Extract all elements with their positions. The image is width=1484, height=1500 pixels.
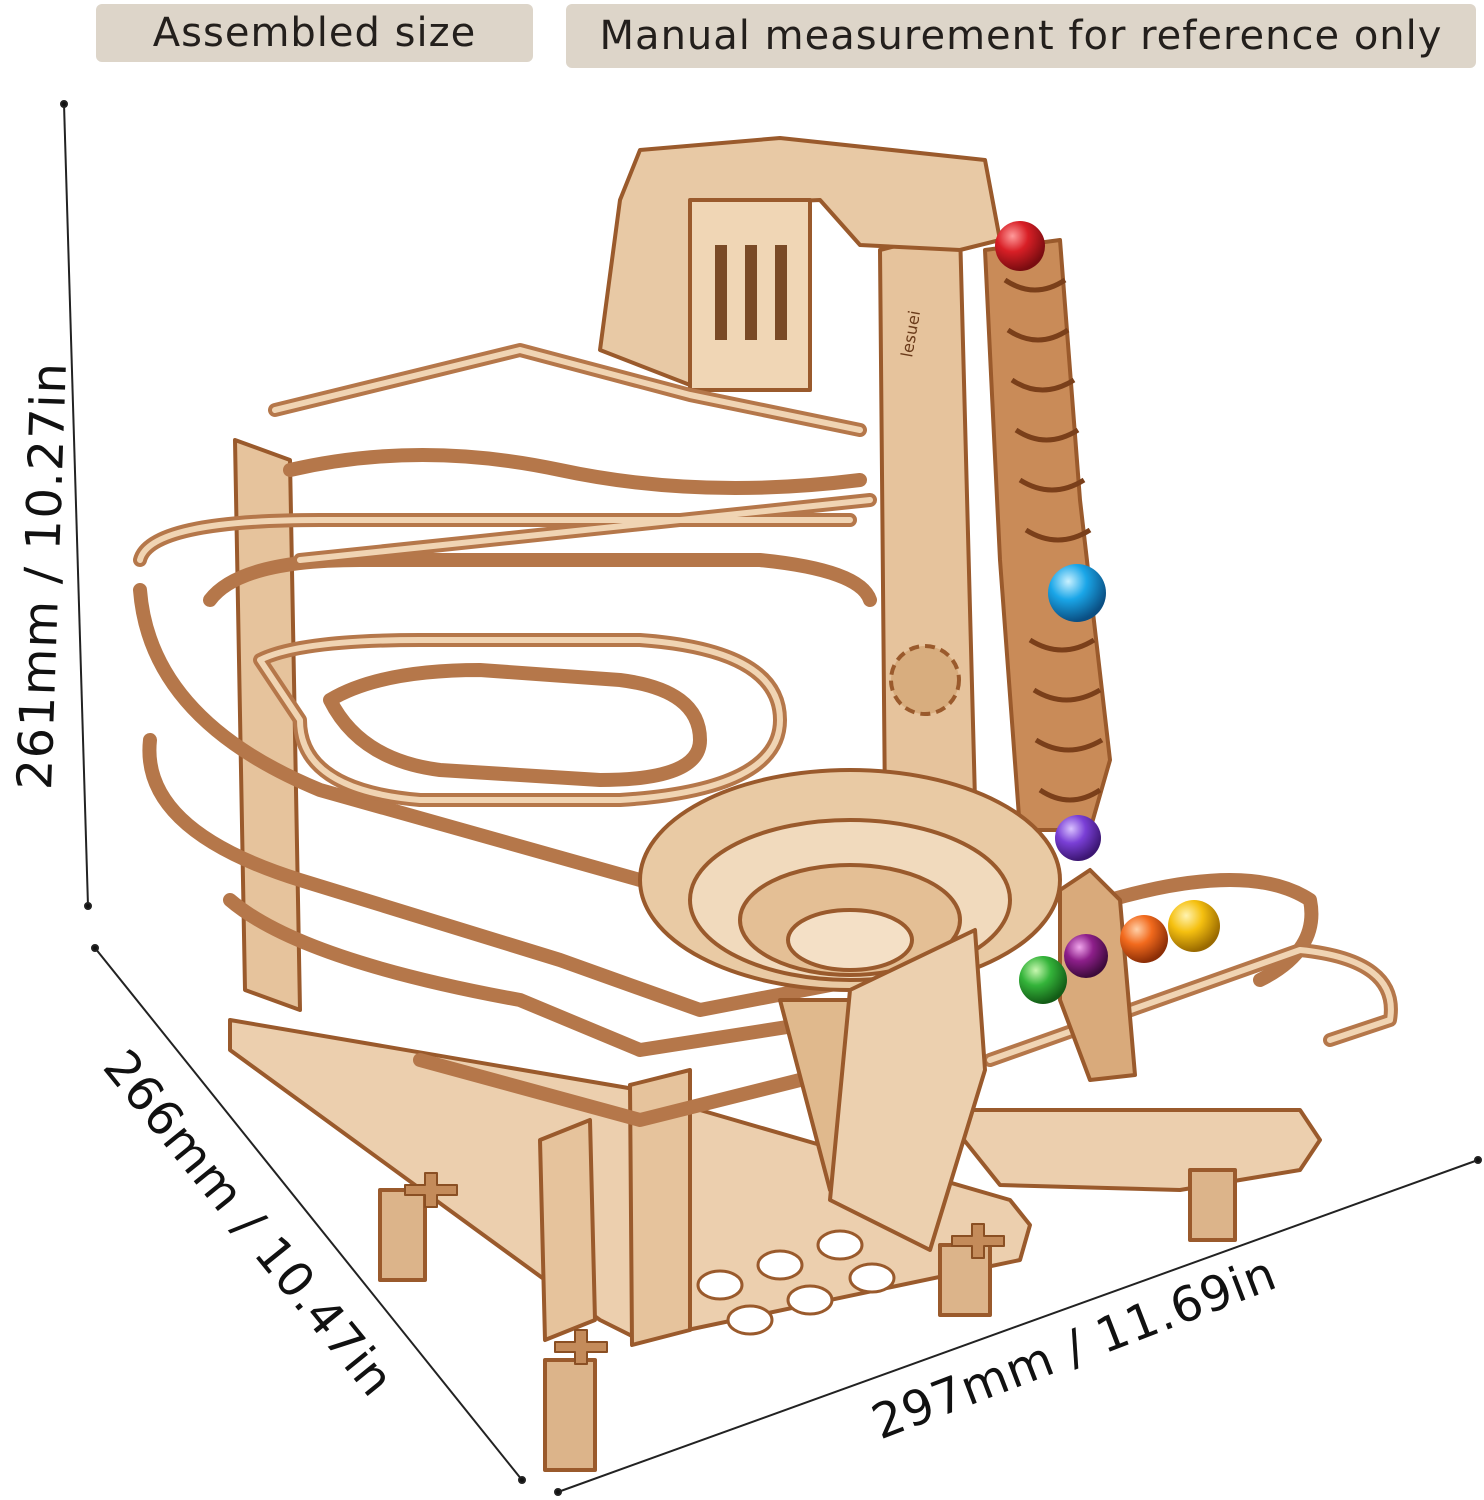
red-marble (995, 221, 1045, 271)
width-dimension-line (557, 1159, 1479, 1493)
ball-holder (1058, 868, 1137, 1082)
chain-links (1003, 277, 1104, 803)
width-line-end-right (1474, 1156, 1482, 1164)
base-plate-right (938, 1108, 1322, 1192)
green-marble (1019, 956, 1067, 1004)
assembled-size-label: Assembled size (96, 4, 533, 62)
dimension-lines (60, 100, 1482, 1496)
orange-marble (1120, 915, 1168, 963)
depth-dimension-line (94, 947, 523, 1481)
cross-pegs (404, 1172, 1005, 1365)
reference-note-label: Manual measurement for reference only (566, 4, 1476, 68)
height-line-end-top (60, 100, 68, 108)
depth-line-end-top (91, 944, 99, 952)
front-support (828, 928, 987, 1252)
reference-note-text: Manual measurement for reference only (599, 13, 1443, 59)
depth-line-end-bottom (518, 1476, 526, 1484)
height-dimension-line (63, 103, 89, 907)
cyan-marble (1048, 564, 1106, 622)
assembled-size-text: Assembled size (152, 10, 477, 56)
chain-lift (983, 238, 1112, 832)
marbles (995, 221, 1220, 1004)
wooden-model (133, 136, 1398, 1472)
width-line-end-left (554, 1488, 562, 1496)
purple-marble (1055, 815, 1101, 861)
peg-holes (696, 1229, 896, 1336)
height-line-end-bottom (84, 902, 92, 910)
gear (889, 644, 961, 716)
yellow-marble (1168, 900, 1220, 952)
tower-slots (715, 245, 787, 340)
magenta-marble (1064, 934, 1108, 978)
tracks (133, 343, 1398, 1127)
